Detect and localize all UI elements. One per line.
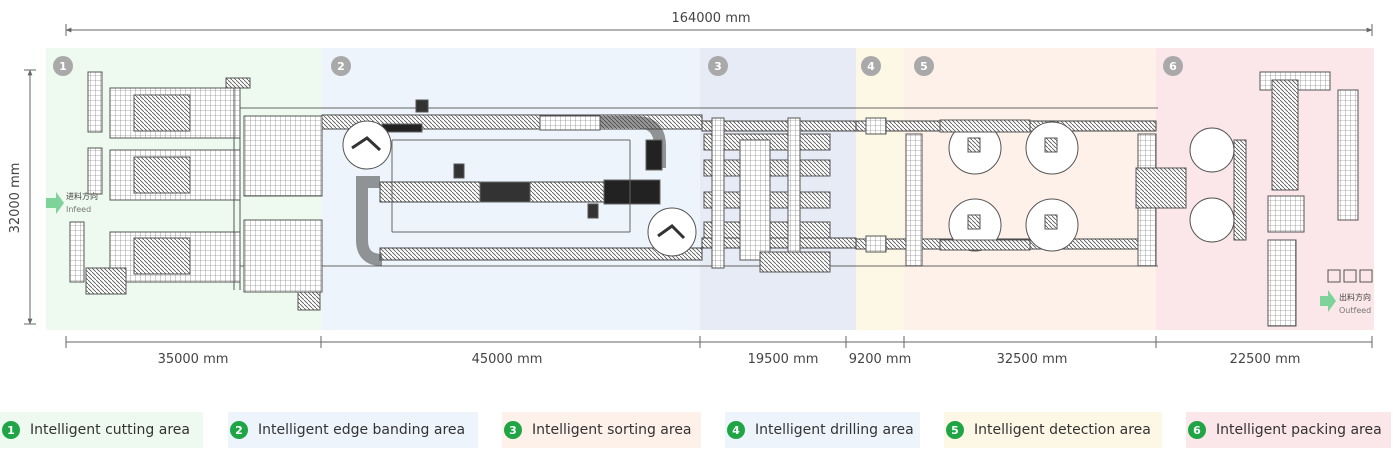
sorting-racks — [703, 117, 831, 273]
segment-dimensions: 35000 mm 45000 mm 19500 mm 9200 mm 32500… — [65, 336, 1373, 367]
zone-badge-5: 5 — [914, 56, 934, 76]
infeed-arrow-icon — [46, 192, 64, 214]
legend-label: Intelligent detection area — [974, 422, 1151, 438]
legend-label: Intelligent sorting area — [532, 422, 692, 438]
legend-item-cutting: 1 Intelligent cutting area — [0, 412, 203, 448]
cutting-machines — [69, 71, 323, 311]
svg-text:6: 6 — [1169, 60, 1177, 73]
legend-label: Intelligent drilling area — [755, 422, 914, 438]
outfeed-indicator: 出料方向 Outfeed — [1320, 290, 1371, 315]
svg-text:2: 2 — [337, 60, 345, 73]
zone-badge-1: 1 — [53, 56, 73, 76]
legend-item-packing: 6 Intelligent packing area — [1186, 412, 1391, 448]
edge-banding-robots — [342, 99, 697, 257]
legend-item-edge-banding: 2 Intelligent edge banding area — [228, 412, 478, 448]
legend-item-drilling: 4 Intelligent drilling area — [725, 412, 920, 448]
zone-5-area — [904, 48, 1156, 330]
infeed-indicator: 进料方向 Infeed — [46, 191, 98, 214]
legend-item-detection: 5 Intelligent detection area — [944, 412, 1162, 448]
zone-badges: 1 2 3 4 5 6 — [53, 56, 1183, 76]
segment-dimension-2: 45000 mm — [472, 352, 543, 367]
zone-badge-2: 2 — [331, 56, 351, 76]
segment-dimension-3: 19500 mm — [748, 352, 819, 367]
overall-width-label: 32000 mm — [8, 163, 23, 234]
zone-4-area — [856, 48, 904, 330]
segment-dimension-5: 32500 mm — [997, 352, 1068, 367]
legend-badge: 4 — [727, 421, 745, 439]
legend-badge: 6 — [1188, 421, 1206, 439]
segment-dimension-4: 9200 mm — [849, 352, 912, 367]
segment-dimension-1: 35000 mm — [158, 352, 229, 367]
zone-3-area — [700, 48, 856, 330]
detection-robots — [905, 119, 1157, 267]
outfeed-arrow-icon — [1320, 290, 1336, 312]
svg-text:4: 4 — [867, 60, 875, 73]
overall-width-dimension: 32000 mm — [8, 69, 36, 325]
legend-label: Intelligent cutting area — [30, 422, 190, 438]
legend: 1 Intelligent cutting area 2 Intelligent… — [0, 412, 1393, 448]
packing-line — [1135, 71, 1373, 327]
legend-badge: 5 — [946, 421, 964, 439]
overall-length-dimension: 164000 mm — [65, 11, 1373, 36]
zone-badge-4: 4 — [861, 56, 881, 76]
svg-text:5: 5 — [920, 60, 928, 73]
drilling-units — [865, 117, 887, 253]
legend-label: Intelligent packing area — [1216, 422, 1382, 438]
overall-length-label: 164000 mm — [671, 11, 750, 26]
segment-dimension-6: 22500 mm — [1230, 352, 1301, 367]
legend-badge: 1 — [2, 421, 20, 439]
zone-badge-6: 6 — [1163, 56, 1183, 76]
infeed-label-zh: 进料方向 — [66, 191, 98, 201]
legend-item-sorting: 3 Intelligent sorting area — [502, 412, 701, 448]
legend-label: Intelligent edge banding area — [258, 422, 466, 438]
legend-badge: 2 — [230, 421, 248, 439]
legend-badge: 3 — [504, 421, 522, 439]
zone-badge-3: 3 — [708, 56, 728, 76]
outfeed-label-zh: 出料方向 — [1339, 292, 1371, 302]
outfeed-label-en: Outfeed — [1339, 306, 1371, 315]
svg-text:1: 1 — [59, 60, 67, 73]
infeed-label-en: Infeed — [66, 205, 91, 214]
svg-text:3: 3 — [714, 60, 722, 73]
